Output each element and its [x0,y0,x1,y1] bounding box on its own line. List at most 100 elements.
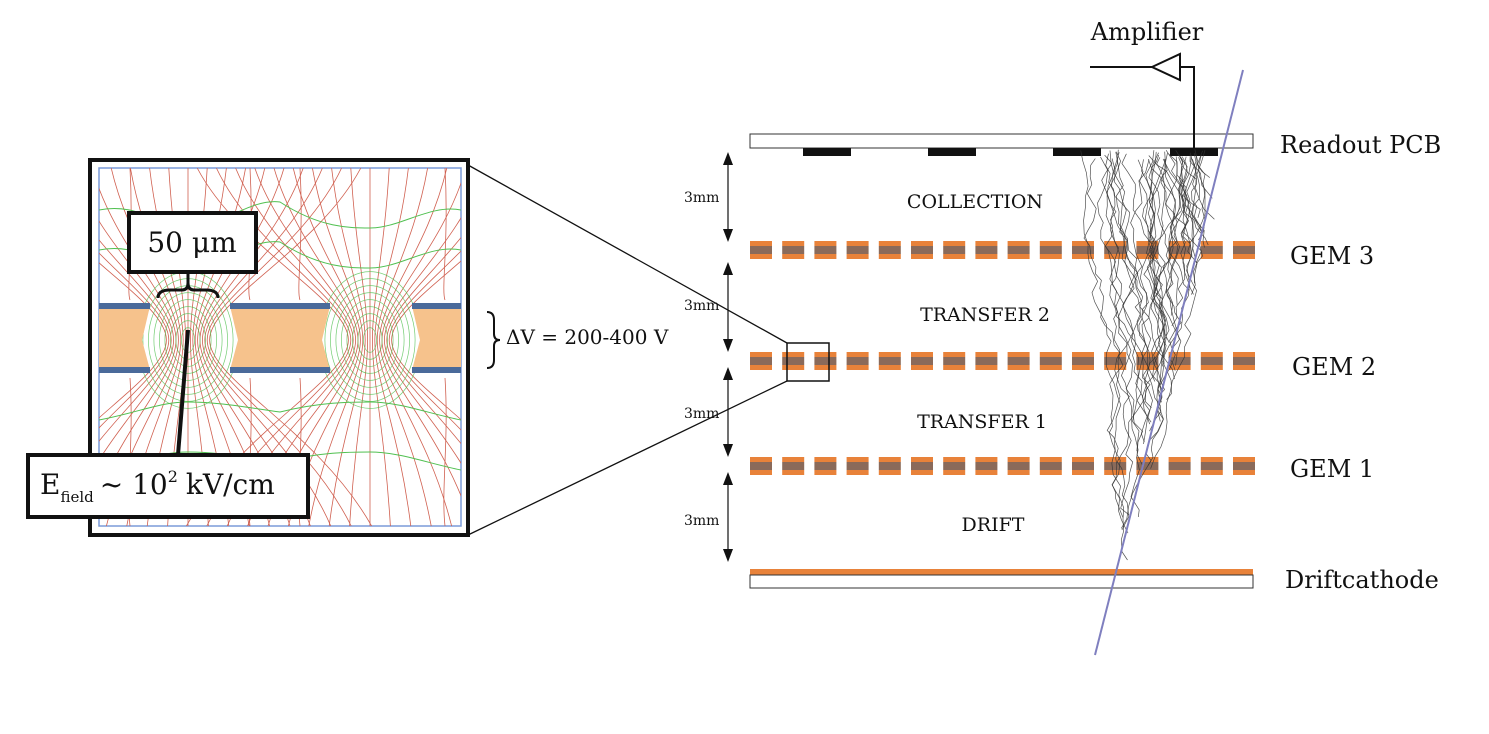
foil-copper-bottom [1233,365,1255,370]
foil-kapton [846,462,869,470]
equipotential-ring [153,292,223,388]
foil-copper-bottom [1007,254,1030,259]
foil-kapton [1168,462,1191,470]
foil-copper-bottom [1233,470,1255,475]
foil-copper-bottom [1039,470,1062,475]
foil-copper-top [1039,457,1062,462]
foil-copper-top [1136,241,1159,246]
foil-kapton [911,357,933,365]
foil-copper-top [846,457,869,462]
foil-copper-top [1168,241,1191,246]
gap-label-collection: COLLECTION [907,191,1043,213]
avalanche-path [1147,158,1190,291]
equipotential-ring [159,299,217,381]
foil-copper-bottom [1072,365,1094,370]
field-label-main: E [40,468,60,501]
foil-copper-bottom [1168,254,1191,259]
gap-arrow-head-up [723,472,733,485]
foil-copper-bottom [911,470,933,475]
equipotential-ring [330,285,410,395]
foil-copper-top [943,457,966,462]
foil-kapton [1007,462,1030,470]
readout-pcb [749,133,1254,149]
foil-copper-bottom [814,470,837,475]
foil-copper-top [782,352,805,357]
readout-pad [928,148,976,156]
foil-copper-bottom [814,365,837,370]
field-line [247,168,357,526]
foil-copper-top [911,352,933,357]
foil-kapton [1039,246,1062,254]
foil-copper-bottom [750,470,772,475]
foil-kapton [943,462,966,470]
foil-kapton [1039,462,1062,470]
field-leader [176,329,190,456]
avalanche-path [1138,150,1156,445]
foil-kapton [1072,357,1094,365]
foil-copper-bottom [943,470,966,475]
foil-copper-top [750,241,772,246]
foil-copper-top [1200,352,1223,357]
equipotential-ring [352,313,388,367]
foil-copper-top [1072,352,1094,357]
readout-pad [1053,148,1101,156]
foil-copper-bottom [846,365,869,370]
foil-copper-top [1200,241,1223,246]
field-line [204,168,332,526]
foil-copper-top [878,241,901,246]
foil-copper-top [975,352,998,357]
avalanche-path [1195,153,1211,178]
gap-label-transfer-1: TRANSFER 1 [917,411,1047,433]
equipotential-ring [357,320,383,360]
foil-copper-top [1007,241,1030,246]
foil-copper-top [1168,352,1191,357]
foil-copper-top [943,241,966,246]
foil-copper-top [1007,352,1030,357]
foil-copper-top [846,352,869,357]
foil-electrode-bottom [412,367,461,373]
foil-copper-bottom [846,470,869,475]
avalanche-path [1121,153,1165,403]
foil-kapton [782,462,805,470]
foil-polyimide [230,306,330,370]
avalanche-path [1160,158,1179,305]
field-line [374,168,412,526]
avalanche-path [1140,154,1167,443]
foil-kapton [1233,462,1255,470]
foil-kapton [782,246,805,254]
equipotential-ring [341,299,399,381]
foil-copper-top [943,352,966,357]
foil-kapton [1200,462,1223,470]
equipotential-ring [335,292,405,388]
avalanche-path [1189,152,1213,199]
foil-kapton [1104,246,1127,254]
amplifier-input-wire [1180,66,1195,150]
gap-size-label: 3mm [684,406,719,422]
avalanche-path [1109,150,1152,423]
field-line [99,239,172,442]
foil-copper-top [1039,352,1062,357]
avalanche-path [1101,154,1129,534]
equipotential-ring [170,313,206,367]
equipotential-line [99,401,461,421]
foil-polyimide [99,306,150,370]
foil-copper-top [1007,457,1030,462]
foil-copper-top [814,352,837,357]
foil-copper-bottom [814,254,837,259]
foil-copper-bottom [1007,470,1030,475]
field-line [209,168,372,526]
foil-copper-bottom [878,254,901,259]
foil-kapton [975,462,998,470]
foil-kapton [878,246,901,254]
avalanche-path [1106,151,1151,425]
gem1-label: GEM 1 [1290,455,1374,483]
pitch-label: 50 μm [147,226,236,259]
avalanche-path [1191,150,1206,234]
gap-label-transfer-2: TRANSFER 2 [920,304,1050,326]
foil-kapton [750,246,772,254]
gem-foil-3 [750,241,1255,259]
